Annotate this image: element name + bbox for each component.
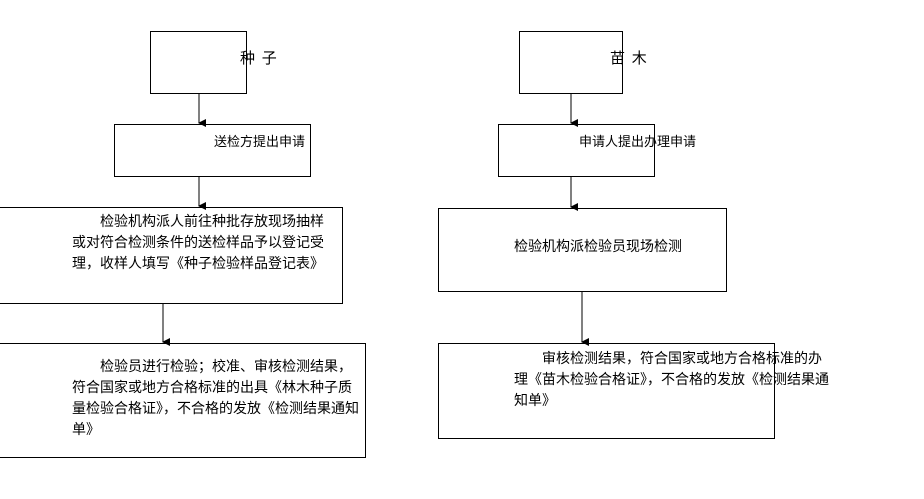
seed-title-box bbox=[150, 31, 247, 94]
seed-title: 种 子 bbox=[240, 49, 278, 67]
seedling-step2-text: 检验机构派检验员现场检测 bbox=[514, 239, 682, 255]
seed-step3-box bbox=[0, 343, 366, 458]
seedling-step2-box bbox=[438, 208, 727, 292]
seed-step3-text: 检验员进行检验；校准、审核检测结果，符合国家或地方合格标准的出具《林木种子质量检… bbox=[72, 359, 359, 438]
seed-step1-text: 送检方提出申请 bbox=[214, 135, 306, 150]
seedling-title: 苗 木 bbox=[610, 49, 648, 67]
seedling-step1-box bbox=[498, 124, 655, 177]
seedling-step3-text: 审核检测结果，符合国家或地方合格标准的办理《苗木检验合格证》，不合格的发放《检测… bbox=[514, 351, 829, 409]
seedling-step3-box bbox=[438, 343, 775, 439]
seedling-title-box bbox=[519, 31, 623, 94]
seed-step1-box bbox=[114, 124, 311, 177]
seed-step2-text: 检验机构派人前往种批存放现场抽样或对符合检测条件的送检样品予以登记受理，收样人填… bbox=[72, 214, 324, 272]
seed-step2-box bbox=[0, 207, 343, 304]
seedling-step1-text: 申请人提出办理申请 bbox=[579, 135, 697, 150]
